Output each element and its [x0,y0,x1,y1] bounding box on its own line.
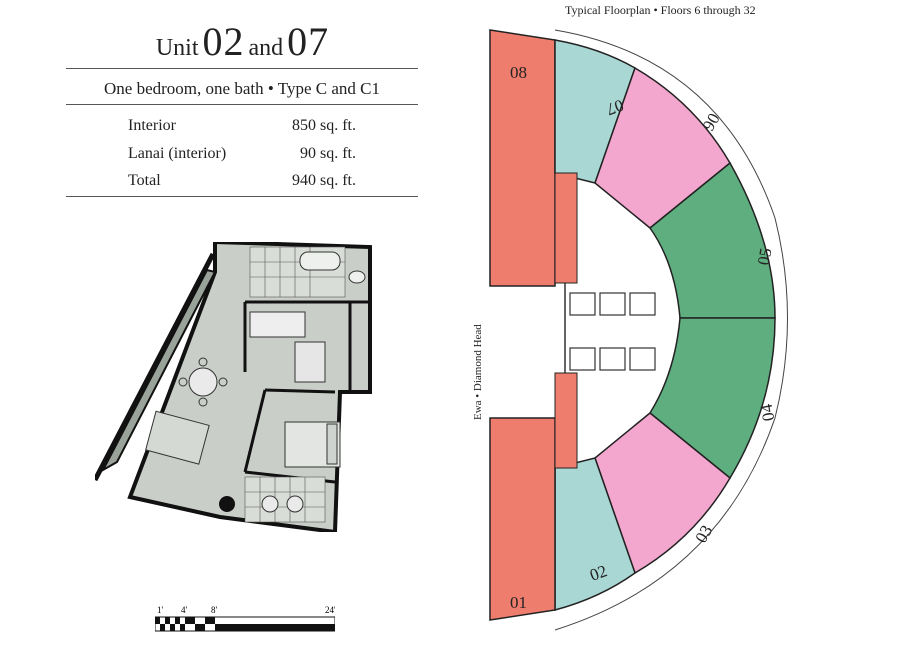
unit-label-01: 01 [510,593,527,612]
scale-label-24: 24' [325,605,335,615]
scale-bar: 1' 4' 8' 24' [155,605,335,632]
unit-title: Unit 02 and 07 [0,18,485,65]
and-word: and [248,35,284,61]
scale-label-8: 8' [211,605,218,615]
unit-label-05: 05 [754,247,776,267]
unit-number-a: 02 [202,19,245,64]
floorplan-header: Typical Floorplan • Floors 6 through 32 [565,3,756,17]
unit-label-02: 02 [587,561,609,585]
spec-row-total: Total 940 sq. ft. [128,172,368,192]
spec-value: 90 sq. ft. [300,145,356,162]
sofa [145,410,210,465]
balcony-edge [554,29,788,631]
column [219,496,235,512]
spec-label: Total [128,172,161,189]
scale-label-1: 1' [157,605,164,615]
spec-label: Interior [128,117,176,134]
spec-value: 850 sq. ft. [292,117,356,134]
unit-word: Unit [155,35,199,61]
sink [348,270,366,284]
divider-top [66,68,418,69]
lanai-tiles [244,476,326,523]
unit-01-area [489,417,556,621]
spec-row-lanai: Lanai (interior) 90 sq. ft. [128,145,368,165]
unit-type-subtitle: One bedroom, one bath • Type C and C1 [104,79,380,98]
corridor-upper [554,172,578,284]
spec-row-interior: Interior 850 sq. ft. [128,117,368,137]
dining-table [188,367,218,397]
scale-label-4: 4' [181,605,188,615]
divider-bottom [66,196,418,197]
unit-number-b: 07 [287,19,330,64]
outer-wall [95,252,216,482]
elevator-bank [569,292,656,371]
bathtub [299,251,341,271]
tower-floor-plan: 08 07 06 05 04 03 02 01 [489,29,788,631]
spec-value: 940 sq. ft. [292,172,356,189]
divider-middle [66,104,418,105]
spec-label: Lanai (interior) [128,145,227,162]
kitchen-counter [249,311,306,338]
closet [294,341,326,383]
unit-label-07: 07 [603,96,626,120]
unit-floor-plan-drawing [95,242,372,532]
unit-label-08: 08 [510,63,527,82]
corridor-lower [554,372,578,469]
unit-08-area [489,29,556,287]
unit-label-04: 04 [757,402,779,423]
